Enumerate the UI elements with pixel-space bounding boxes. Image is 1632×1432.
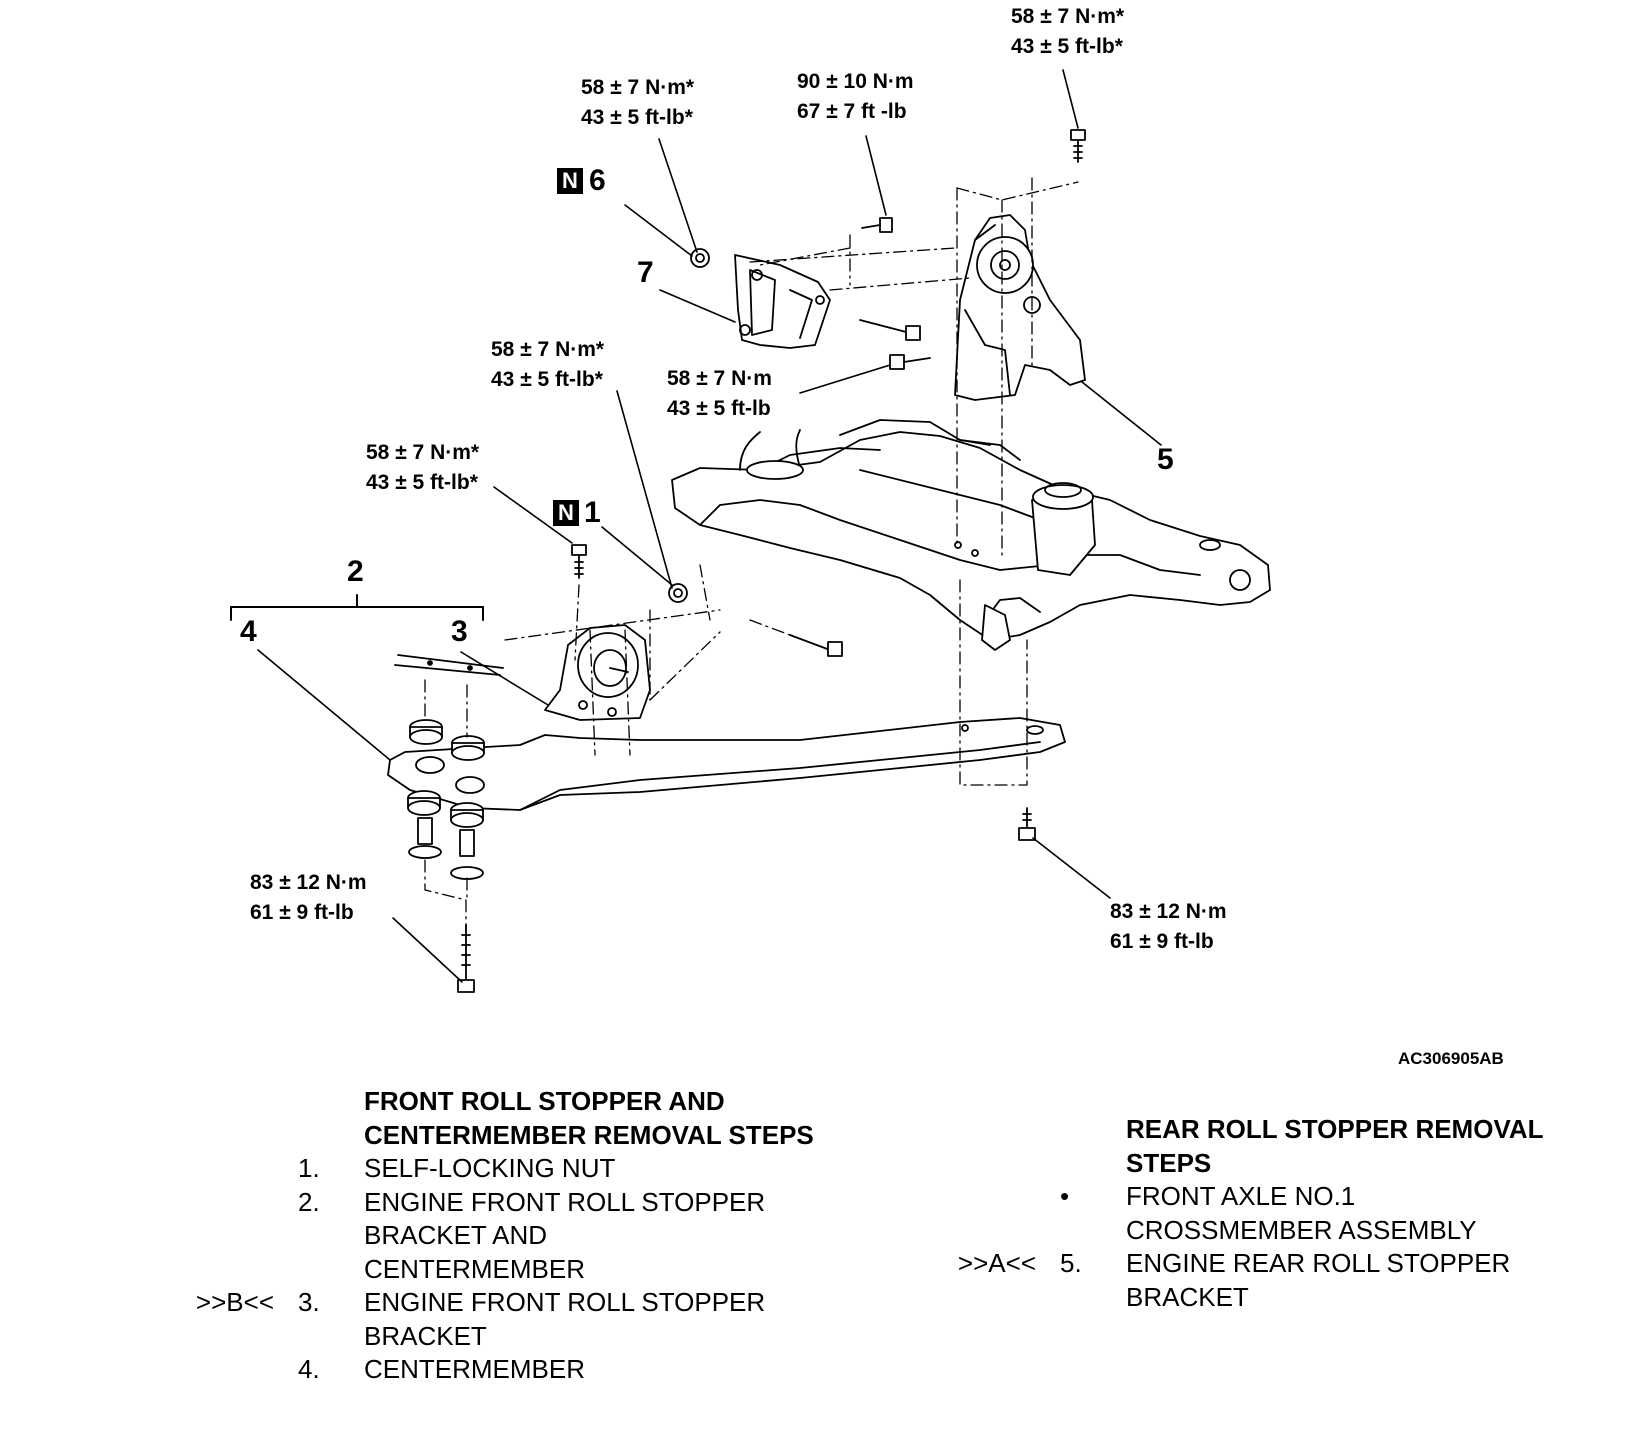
step-text: BRACKET AND: [364, 1220, 548, 1250]
torque-imperial: 67 ± 7 ft -lb: [797, 100, 907, 123]
leader-lines: [258, 70, 1161, 982]
heading-line: STEPS: [728, 1119, 814, 1150]
step-bullet: •: [1060, 1181, 1070, 1211]
step-text: BRACKET: [1126, 1281, 1249, 1312]
torque-metric: 58 ± 7 N·m*: [366, 441, 480, 464]
new-part-badge-6: N: [557, 168, 583, 194]
step-text: ENGINE FRONT ROLL STOPPER: [364, 1287, 766, 1317]
callout-2: 2: [347, 555, 364, 588]
plate-upper: [395, 655, 503, 675]
step-number: 4.: [298, 1354, 320, 1384]
step-text: BRACKET: [364, 1320, 487, 1351]
torque-metric: 58 ± 7 N·m*: [1011, 5, 1125, 28]
list-item: >>A<< 5. ENGINE REAR ROLL STOPPER BRACKE…: [958, 1247, 1626, 1314]
new-part-badge-1: N: [553, 500, 579, 526]
step-text: SELF-LOCKING NUT: [364, 1153, 616, 1183]
list-item: 1. SELF-LOCKING NUT: [298, 1152, 844, 1186]
torque-metric: 58 ± 7 N·m*: [581, 76, 695, 99]
torque-label-nut-1: 58 ± 7 N·m* 43 ± 5 ft-lb*: [491, 335, 604, 395]
callout-5: 5: [1157, 443, 1174, 476]
bracket-7: [735, 255, 830, 348]
step-mark: >>A<<: [957, 1248, 1036, 1278]
list-item: • FRONT AXLE NO.1 CROSSMEMBER ASSEMBLY: [1060, 1180, 1626, 1247]
diagram-drawing: [0, 0, 1632, 1060]
step-number: 2.: [298, 1186, 320, 1217]
torque-label-bottom-right: 83 ± 12 N·m 61 ± 9 ft-lb: [1110, 897, 1227, 957]
heading-line: FRONT ROLL STOPPER AND: [364, 1086, 725, 1116]
list-item: 4. CENTERMEMBER: [298, 1353, 844, 1387]
torque-metric: 58 ± 7 N·m: [667, 367, 772, 390]
fasteners: [458, 130, 1085, 992]
torque-imperial: 43 ± 5 ft-lb: [667, 397, 771, 420]
torque-metric: 58 ± 7 N·m*: [491, 338, 605, 361]
torque-label-58nm: 58 ± 7 N·m 43 ± 5 ft-lb: [667, 364, 772, 424]
torque-label-nut-6: 58 ± 7 N·m* 43 ± 5 ft-lb*: [581, 73, 694, 133]
front-roll-stopper-bracket: [545, 625, 650, 720]
step-text: ENGINE REAR ROLL STOPPER: [1126, 1248, 1511, 1278]
heading-line: REAR ROLL STOPPER: [1126, 1114, 1409, 1144]
callout-7: 7: [637, 256, 654, 289]
figure-id: AC306905AB: [1398, 1049, 1504, 1068]
rear-removal-steps: REAR ROLL STOPPER REMOVAL STEPS • FRONT …: [958, 1113, 1626, 1314]
heading-line: REMOVAL STEPS: [1126, 1114, 1544, 1178]
torque-imperial: 43 ± 5 ft-lb*: [1011, 35, 1123, 58]
torque-imperial: 61 ± 9 ft-lb: [1110, 930, 1214, 953]
torque-imperial: 43 ± 5 ft-lb*: [366, 471, 478, 494]
step-text: CENTERMEMBER: [364, 1253, 586, 1284]
callout-4: 4: [240, 615, 257, 648]
torque-label-bolt-left: 58 ± 7 N·m* 43 ± 5 ft-lb*: [366, 438, 479, 498]
step-mark: >>B<<: [195, 1287, 274, 1317]
front-axle-crossmember: [672, 420, 1270, 650]
exploded-parts-diagram: 58 ± 7 N·m* 43 ± 5 ft-lb* 58 ± 7 N·m* 43…: [0, 0, 1632, 1068]
torque-label-top-right: 58 ± 7 N·m* 43 ± 5 ft-lb*: [1011, 2, 1124, 62]
torque-imperial: 43 ± 5 ft-lb*: [491, 368, 603, 391]
torque-imperial: 61 ± 9 ft-lb: [250, 901, 354, 924]
centermember: [388, 718, 1065, 810]
callout-1: 1: [584, 496, 601, 529]
front-steps-heading: FRONT ROLL STOPPER AND CENTERMEMBER REMO…: [364, 1085, 844, 1152]
rear-roll-stopper-bracket: [955, 215, 1085, 400]
torque-metric: 83 ± 12 N·m: [1110, 900, 1227, 923]
heading-line: CENTERMEMBER REMOVAL: [364, 1119, 722, 1150]
torque-imperial: 43 ± 5 ft-lb*: [581, 106, 693, 129]
front-removal-steps: FRONT ROLL STOPPER AND CENTERMEMBER REMO…: [196, 1085, 844, 1387]
step-number: 3.: [298, 1287, 320, 1317]
step-number: 1.: [298, 1153, 320, 1183]
step-text: CROSSMEMBER ASSEMBLY: [1126, 1214, 1477, 1245]
step-number: 5.: [1060, 1248, 1082, 1278]
list-item: 2. ENGINE FRONT ROLL STOPPER BRACKET AND…: [298, 1186, 844, 1287]
torque-metric: 83 ± 12 N·m: [250, 871, 367, 894]
step-text: CENTERMEMBER: [364, 1354, 586, 1384]
callout-2-bracket: [231, 595, 483, 620]
torque-label-bottom-left: 83 ± 12 N·m 61 ± 9 ft-lb: [250, 868, 367, 928]
mount-bushings: [408, 720, 484, 879]
torque-label-90nm: 90 ± 10 N·m 67 ± 7 ft -lb: [797, 67, 914, 127]
rear-steps-heading: REAR ROLL STOPPER REMOVAL STEPS: [1126, 1113, 1626, 1180]
step-text: FRONT AXLE NO.1: [1126, 1181, 1356, 1211]
callout-3: 3: [451, 615, 468, 648]
step-text: ENGINE FRONT ROLL STOPPER: [364, 1186, 766, 1217]
alignment-lines: [425, 178, 1078, 930]
list-item: >>B<< 3. ENGINE FRONT ROLL STOPPER BRACK…: [196, 1286, 844, 1353]
torque-metric: 90 ± 10 N·m: [797, 70, 914, 93]
callout-6: 6: [589, 164, 606, 197]
